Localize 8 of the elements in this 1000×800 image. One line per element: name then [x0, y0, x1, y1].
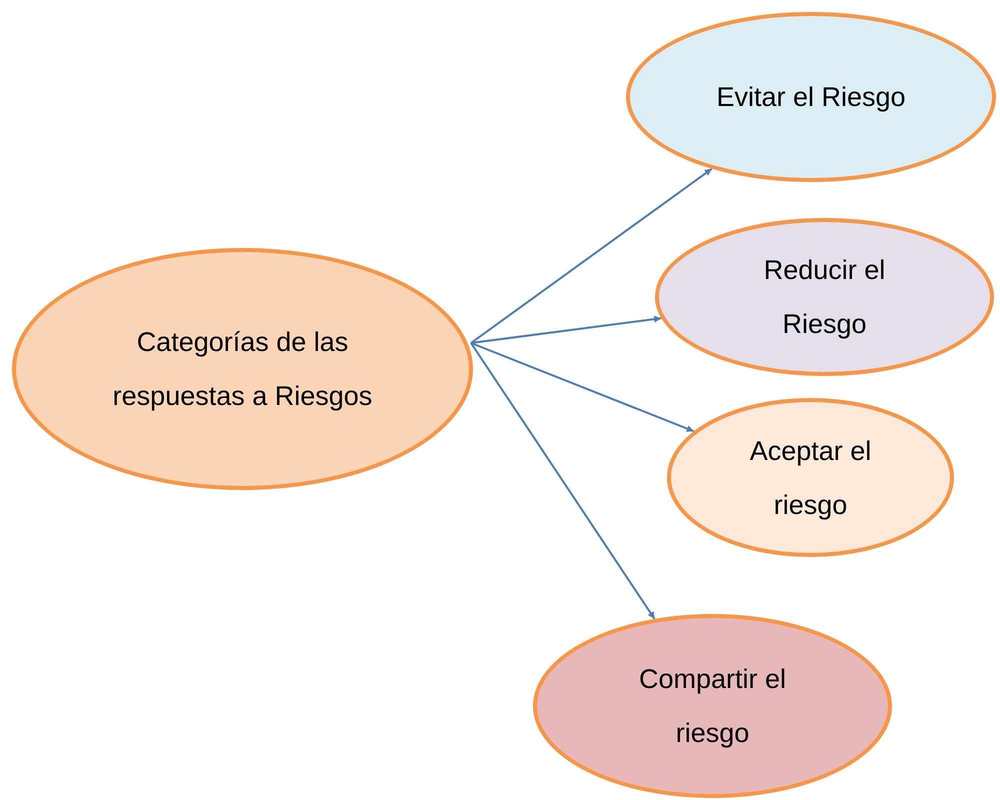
- arrow: [470, 168, 712, 344]
- node-label: Categorías de las respuestas a Riesgos: [112, 326, 374, 413]
- arrow: [470, 342, 694, 432]
- node-label: Compartir el riesgo: [638, 663, 788, 750]
- node-label: Reducir el Riesgo: [762, 254, 886, 341]
- node-label: Evitar el Riesgo: [716, 81, 906, 114]
- arrow: [470, 342, 656, 620]
- node-label: Aceptar el riesgo: [748, 434, 872, 522]
